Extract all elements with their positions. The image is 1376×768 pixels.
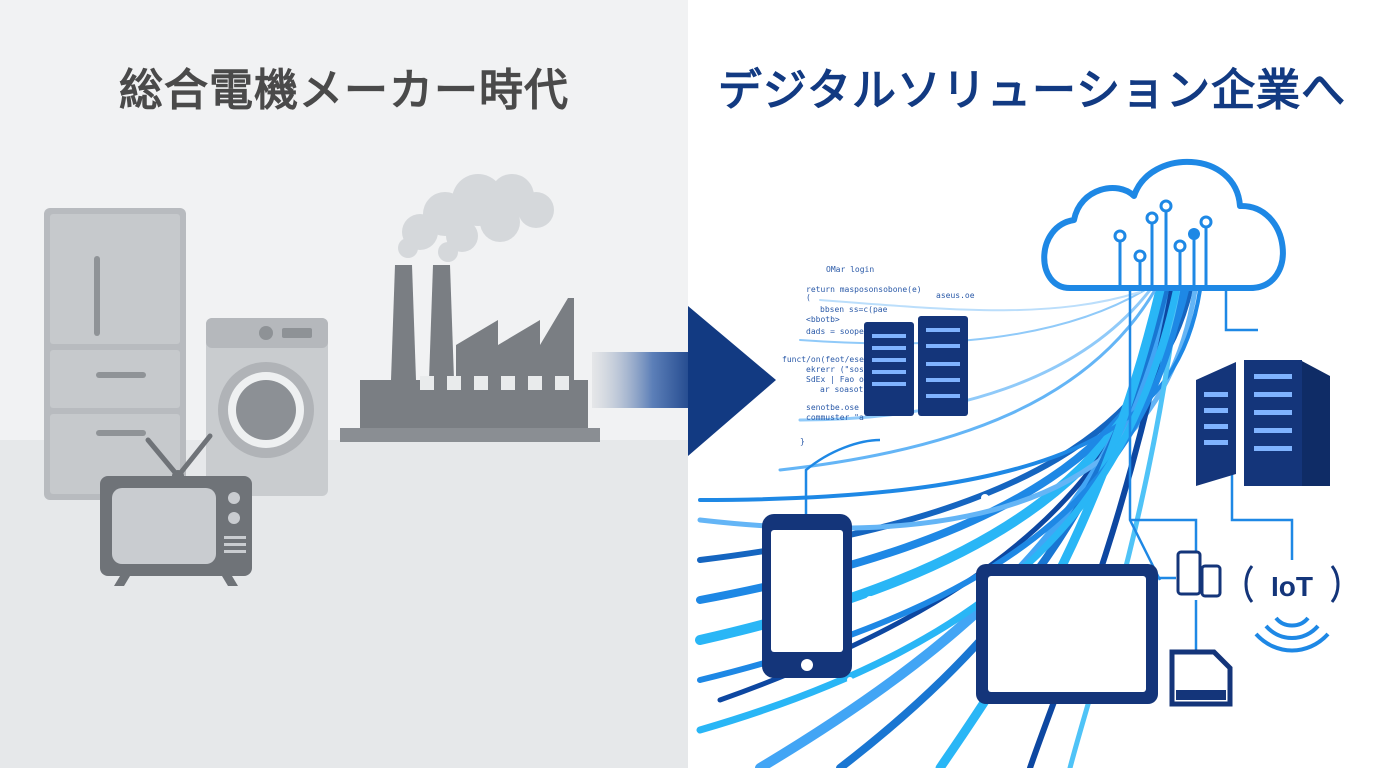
code-line: <bbotb> — [806, 315, 840, 324]
mobile-devices-icon — [1176, 550, 1222, 598]
data-particles — [847, 494, 989, 744]
code-line: ar soasot — [820, 385, 864, 394]
transition-arrow-icon — [592, 306, 776, 456]
code-line: aseus.oe — [936, 291, 975, 300]
television-icon — [100, 433, 252, 586]
iot-label: IoT — [1271, 571, 1313, 602]
tablet-icon — [976, 564, 1158, 704]
washing-machine-icon — [206, 318, 328, 496]
iot-icon: IoT — [1244, 565, 1340, 653]
code-line: bbsen ss=c(pae — [820, 305, 888, 314]
code-line: commuster "a — [806, 413, 864, 422]
document-icon — [1169, 649, 1233, 707]
server-rack-icon — [864, 316, 968, 416]
code-line: } — [800, 437, 805, 446]
code-line: ekrerr ("sosidis — [806, 365, 883, 374]
smoke-icon — [398, 174, 554, 262]
code-line: SdEx | Fao oed — [806, 375, 874, 384]
smartphone-icon — [762, 514, 852, 678]
refrigerator-icon — [44, 208, 186, 500]
code-line: OMar login — [826, 265, 874, 274]
server-rack-icon — [1196, 360, 1330, 486]
connection-lines — [804, 290, 1294, 650]
cloud-icon — [1041, 159, 1286, 291]
code-line: return masposonsobone(e) — [806, 285, 922, 294]
code-line: senotbe.ose oe — [806, 403, 874, 412]
code-line: funct/on(feot/eseslh — [782, 355, 879, 364]
right-title: デジタルソリューション企業へ — [717, 65, 1347, 116]
code-line: dads = soopet — [806, 327, 869, 336]
code-snippets: OMar login return masposonsobone(e) ( as… — [782, 265, 975, 446]
code-line: ( — [806, 293, 811, 302]
factory-icon — [340, 265, 600, 442]
left-title: 総合電機メーカー時代 — [119, 65, 569, 116]
